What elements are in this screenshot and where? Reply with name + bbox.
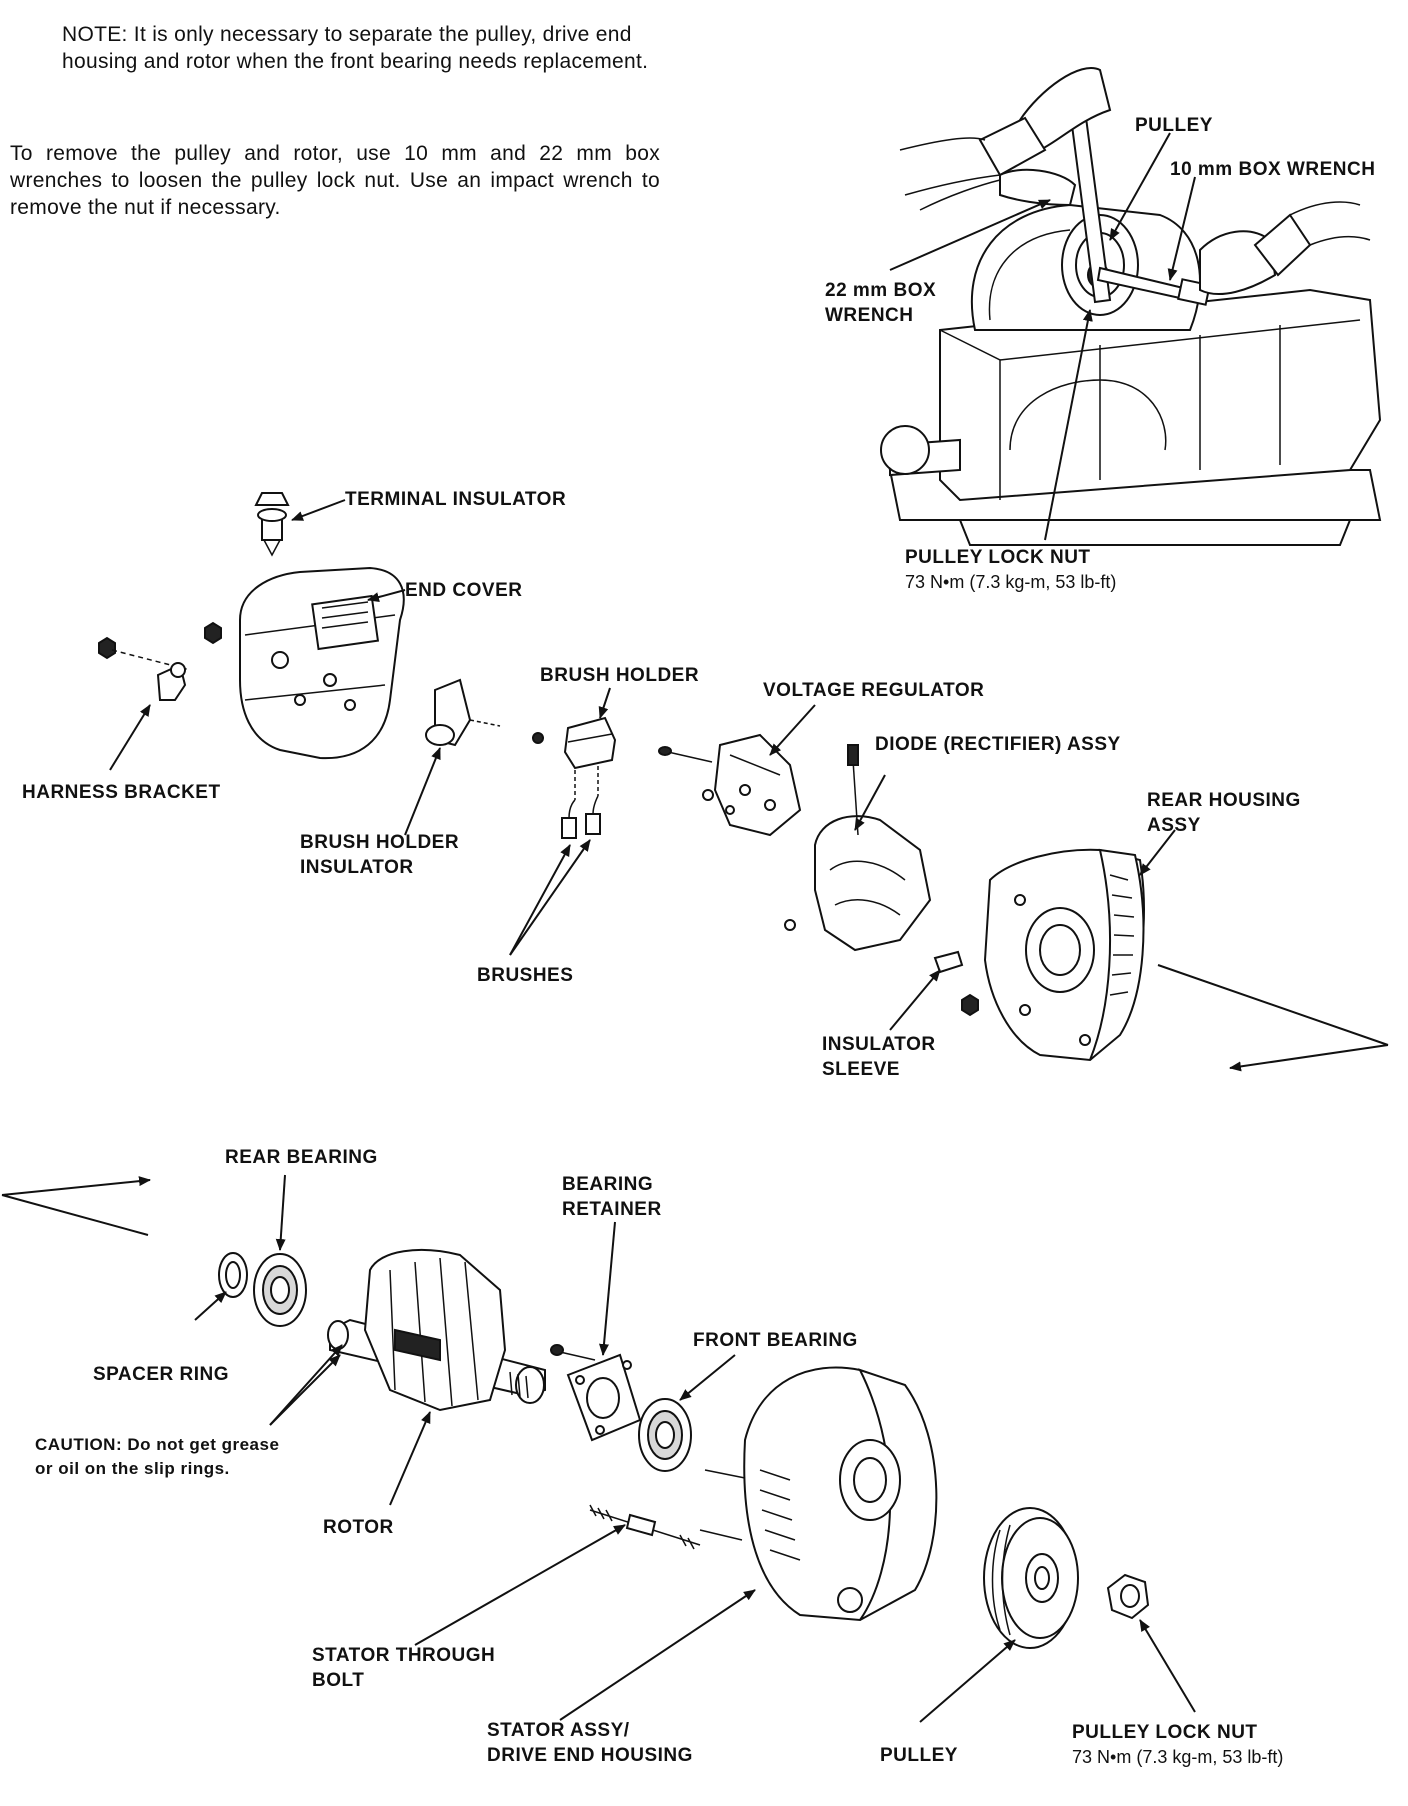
label-rotor: ROTOR — [323, 1517, 394, 1538]
label-brush-holder-insulator-line1: BRUSH HOLDER — [300, 832, 460, 853]
label-lock-nut-top: PULLEY LOCK NUT — [905, 547, 1091, 568]
brush-holder-part — [533, 718, 615, 800]
label-22mm-wrench-line2: WRENCH — [825, 305, 914, 326]
label-insulator-sleeve-line2: SLEEVE — [822, 1059, 900, 1080]
rear-housing-part — [962, 850, 1144, 1060]
label-stator-assy-line2: DRIVE END HOUSING — [487, 1745, 693, 1766]
label-rear-housing-line1: REAR HOUSING — [1147, 790, 1301, 811]
vise-and-wrench-illustration — [881, 68, 1380, 545]
harness-bracket-part — [158, 663, 185, 700]
label-lock-nut-bottom: PULLEY LOCK NUT — [1072, 1722, 1258, 1743]
rotor-part — [328, 1250, 545, 1410]
stator-drive-end-housing-part — [700, 1368, 936, 1620]
label-pulley-bottom: PULLEY — [880, 1745, 958, 1766]
label-22mm-wrench-line1: 22 mm BOX — [825, 280, 937, 301]
torque-spec-top: 73 N•m (7.3 kg-m, 53 lb-ft) — [905, 572, 1117, 592]
label-diode-assy: DIODE (RECTIFIER) ASSY — [875, 734, 1121, 755]
label-stator-bolt-line1: STATOR THROUGH — [312, 1645, 496, 1666]
note-text: NOTE: It is only necessary to separate t… — [62, 23, 649, 73]
label-10mm-wrench: 10 mm BOX WRENCH — [1170, 159, 1376, 180]
label-harness-bracket: HARNESS BRACKET — [22, 782, 221, 803]
label-voltage-regulator: VOLTAGE REGULATOR — [763, 680, 985, 701]
nut-parts — [99, 623, 221, 670]
label-rear-housing-line2: ASSY — [1147, 815, 1201, 836]
label-front-bearing: FRONT BEARING — [693, 1330, 858, 1351]
label-stator-bolt-line2: BOLT — [312, 1670, 365, 1691]
label-stator-assy-line1: STATOR ASSY/ — [487, 1720, 630, 1741]
label-spacer-ring: SPACER RING — [93, 1364, 230, 1385]
voltage-regulator-part — [659, 735, 800, 835]
terminal-insulator-part — [256, 493, 288, 555]
label-end-cover: END COVER — [405, 580, 523, 601]
brush-holder-insulator-part — [426, 680, 500, 745]
label-insulator-sleeve-line1: INSULATOR — [822, 1034, 936, 1055]
insulator-sleeve-part — [935, 952, 962, 972]
bearing-retainer-part — [551, 1345, 640, 1440]
front-bearing-part — [639, 1399, 691, 1471]
caution-line2: or oil on the slip rings. — [35, 1459, 230, 1478]
label-bearing-retainer-line2: RETAINER — [562, 1199, 662, 1220]
stator-through-bolt-part — [590, 1505, 700, 1549]
torque-spec-bottom: 73 N•m (7.3 kg-m, 53 lb-ft) — [1072, 1747, 1284, 1767]
label-terminal-insulator: TERMINAL INSULATOR — [345, 489, 567, 510]
label-pulley-top: PULLEY — [1135, 115, 1213, 136]
spacer-ring-part — [219, 1253, 247, 1297]
pulley-lock-nut-part — [1108, 1575, 1148, 1618]
instruction-text: To remove the pulley and rotor, use 10 m… — [10, 142, 660, 219]
label-brushes: BRUSHES — [477, 965, 574, 986]
brushes-part — [562, 796, 600, 838]
pulley-part — [984, 1508, 1078, 1648]
label-rear-bearing: REAR BEARING — [225, 1147, 378, 1168]
diode-rectifier-part — [785, 745, 930, 950]
caution-line1: CAUTION: Do not get grease — [35, 1435, 280, 1454]
rear-bearing-part — [254, 1254, 306, 1326]
label-brush-holder-insulator-line2: INSULATOR — [300, 857, 414, 878]
label-brush-holder: BRUSH HOLDER — [540, 665, 700, 686]
end-cover-part — [240, 568, 404, 758]
label-bearing-retainer-line1: BEARING — [562, 1174, 654, 1195]
